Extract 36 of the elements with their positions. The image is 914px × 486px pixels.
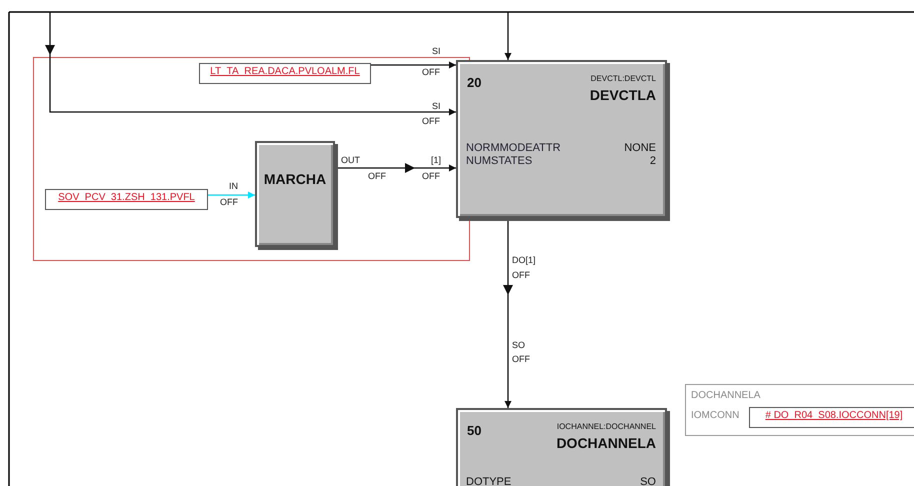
function-block: [456, 60, 667, 218]
parameter-value: SO: [640, 476, 656, 486]
pin-label: OFF: [220, 197, 238, 207]
pin-label: [1]: [431, 155, 442, 165]
parameter-value: 2: [650, 155, 656, 167]
pin-label: OFF: [422, 116, 440, 126]
pin-label: DO[1]: [512, 255, 536, 265]
pin-label: SO: [512, 340, 526, 350]
block-name: DEVCTLA: [590, 87, 656, 103]
pin-label: SI: [432, 101, 441, 111]
pin-label: OFF: [422, 171, 440, 181]
pin-label: IN: [229, 181, 238, 191]
function-block: [456, 408, 667, 486]
block-number: 50: [467, 423, 482, 438]
block-number: 20: [467, 75, 482, 90]
pin-label: OFF: [422, 67, 440, 77]
function-block: [255, 141, 335, 247]
parameter-name: DOTYPE: [466, 476, 512, 486]
block-type: DEVCTL:DEVCTL: [590, 74, 656, 83]
tag-reference-field: LT_TA_REA.DACA.PVLOALM.FL: [199, 63, 371, 84]
parameter-name: NORMMODEATTR: [466, 142, 561, 154]
pin-label: OUT: [341, 155, 360, 165]
tag-reference-field: SOV_PCV_31.ZSH_131.PVFL: [45, 189, 208, 210]
panel-title: DOCHANNELA: [691, 390, 760, 401]
tag-reference-field: # DO_R04_S08.IOCCONN[19]: [749, 407, 914, 428]
pin-label: SI: [432, 46, 441, 56]
parameter-name: NUMSTATES: [466, 155, 532, 167]
block-name: DOCHANNELA: [556, 435, 656, 451]
block-name: MARCHA: [262, 171, 328, 187]
pin-label: OFF: [368, 171, 386, 181]
block-type: IOCHANNEL:DOCHANNEL: [556, 422, 656, 431]
parameter-panel: [685, 384, 914, 436]
pin-label: OFF: [512, 354, 530, 364]
pin-label: OFF: [512, 270, 530, 280]
parameter-name: IOMCONN: [691, 410, 740, 421]
parameter-value: NONE: [624, 142, 656, 154]
